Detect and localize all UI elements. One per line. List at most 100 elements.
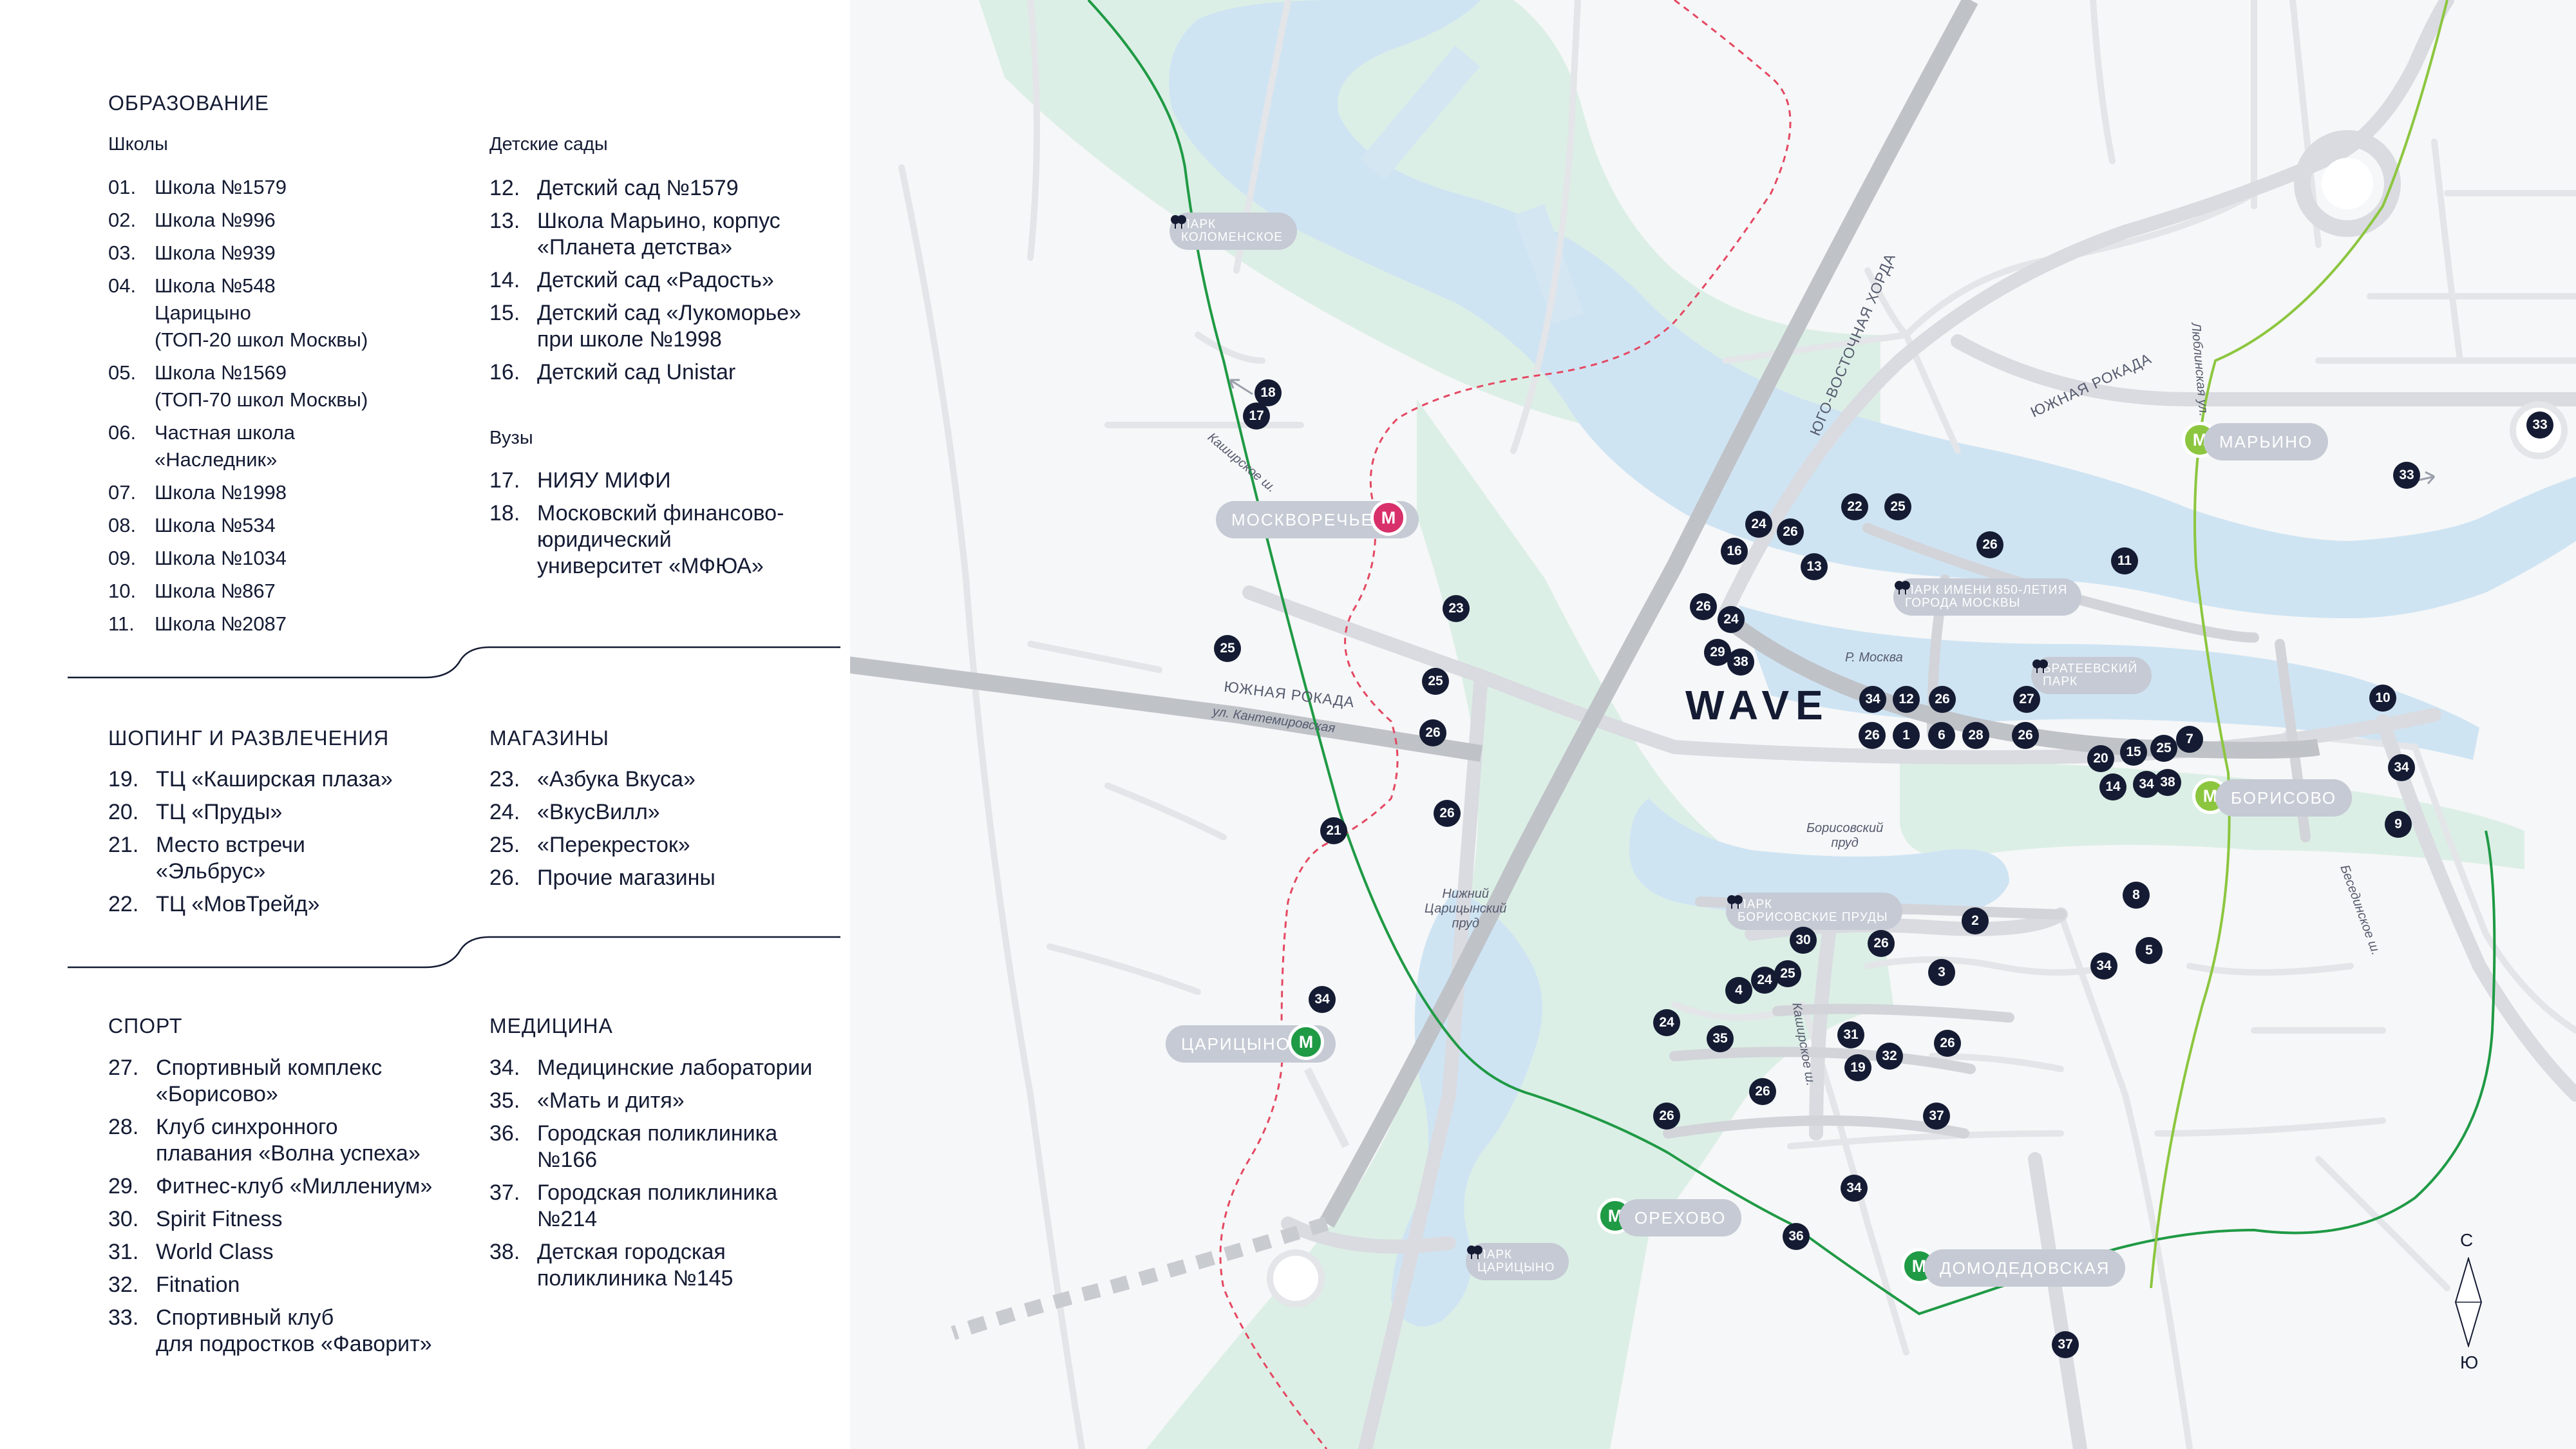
poi-marker-34[interactable]: 34 xyxy=(1841,1175,1868,1202)
legend-item-text: Частная школа «Наследник» xyxy=(155,421,296,471)
park-kolomenskoe[interactable]: ПАРК КОЛОМЕНСКОЕ xyxy=(1170,213,1297,250)
poi-marker-28[interactable]: 28 xyxy=(1962,722,1989,749)
legend-dividers xyxy=(68,646,840,969)
legend-item-text: Школа №1034 xyxy=(155,547,287,569)
legend-item-number: 34. xyxy=(489,1056,520,1080)
poi-marker-25[interactable]: 25 xyxy=(1214,635,1241,662)
legend-item-number: 35. xyxy=(489,1088,520,1113)
poi-marker-18[interactable]: 18 xyxy=(1255,379,1282,406)
metro-domodedovskaya-label[interactable]: ДОМОДЕДОВСКАЯ xyxy=(1924,1249,2126,1287)
legend-item-number: 14. xyxy=(489,268,520,292)
poi-marker-1[interactable]: 1 xyxy=(1893,722,1920,749)
poi-marker-38[interactable]: 38 xyxy=(1727,649,1754,676)
poi-marker-20[interactable]: 20 xyxy=(2087,745,2114,772)
poi-marker-37[interactable]: 37 xyxy=(2052,1331,2079,1358)
poi-marker-26[interactable]: 26 xyxy=(1976,531,2003,558)
sport-title: СПОРТ xyxy=(108,1014,183,1037)
poi-marker-31[interactable]: 31 xyxy=(1837,1021,1864,1048)
poi-marker-15[interactable]: 15 xyxy=(2120,739,2147,766)
poi-marker-26[interactable]: 26 xyxy=(1859,722,1886,749)
legend-item-number: 29. xyxy=(108,1174,139,1198)
poi-marker-34[interactable]: 34 xyxy=(2090,952,2117,980)
poi-marker-23[interactable]: 23 xyxy=(1443,595,1470,622)
poi-marker-25[interactable]: 25 xyxy=(1422,668,1449,695)
poi-marker-26[interactable]: 26 xyxy=(1934,1030,1961,1057)
poi-marker-35[interactable]: 35 xyxy=(1707,1025,1734,1052)
park-tsaritsyno[interactable]: ПАРК ЦАРИЦЫНО xyxy=(1466,1243,1569,1280)
compass-arrow-icon xyxy=(2454,1257,2483,1347)
poi-marker-37[interactable]: 37 xyxy=(1923,1103,1950,1130)
poi-marker-2[interactable]: 2 xyxy=(1962,907,1989,934)
legend-item-number: 03. xyxy=(108,242,137,264)
medicine-item: 35.«Мать и дитя» xyxy=(489,1088,850,1114)
poi-marker-27[interactable]: 27 xyxy=(2013,686,2040,713)
metro-tsaritsyno-icon[interactable]: М xyxy=(1288,1024,1324,1060)
poi-marker-14[interactable]: 14 xyxy=(2099,773,2126,800)
school-item: 09.Школа №1034 xyxy=(108,545,469,572)
poi-marker-13[interactable]: 13 xyxy=(1801,553,1828,580)
poi-marker-34[interactable]: 34 xyxy=(1859,686,1886,713)
poi-marker-5[interactable]: 5 xyxy=(2136,937,2163,964)
district-map[interactable]: ЮЖНАЯ РОКАДА ЮЖНАЯ РОКАДА ЮГО-ВОСТОЧНАЯ … xyxy=(837,0,2576,1449)
poi-marker-29[interactable]: 29 xyxy=(1704,639,1731,666)
poi-marker-9[interactable]: 9 xyxy=(2385,811,2412,838)
poi-marker-38[interactable]: 38 xyxy=(2154,769,2181,796)
poi-marker-24[interactable]: 24 xyxy=(1718,606,1745,633)
metro-maryino-label[interactable]: МАРЬИНО xyxy=(2204,423,2329,460)
poi-marker-26[interactable]: 26 xyxy=(1777,518,1804,545)
poi-marker-34[interactable]: 34 xyxy=(2388,754,2415,781)
kindergarten-item: 14.Детский сад «Радость» xyxy=(489,267,850,294)
poi-marker-26[interactable]: 26 xyxy=(1434,800,1461,827)
poi-marker-24[interactable]: 24 xyxy=(1653,1009,1680,1036)
poi-marker-4[interactable]: 4 xyxy=(1725,977,1752,1004)
metro-moskvorechye-icon[interactable]: М xyxy=(1370,500,1406,536)
poi-marker-25[interactable]: 25 xyxy=(1774,960,1801,987)
poi-marker-22[interactable]: 22 xyxy=(1841,493,1868,520)
poi-marker-34[interactable]: 34 xyxy=(1309,986,1336,1013)
poi-marker-32[interactable]: 32 xyxy=(1876,1043,1903,1070)
sport-item: 27.Спортивный комплекс «Борисово» xyxy=(108,1055,495,1108)
poi-marker-25[interactable]: 25 xyxy=(2150,735,2177,762)
poi-marker-16[interactable]: 16 xyxy=(1721,538,1748,565)
poi-marker-17[interactable]: 17 xyxy=(1243,402,1270,430)
poi-marker-26[interactable]: 26 xyxy=(1929,686,1956,713)
legend-item-text: Школа №867 xyxy=(155,580,276,602)
poi-marker-30[interactable]: 30 xyxy=(1790,927,1817,954)
poi-marker-26[interactable]: 26 xyxy=(2012,722,2039,749)
poi-marker-3[interactable]: 3 xyxy=(1928,959,1955,986)
park-850[interactable]: ПАРК ИМЕНИ 850-ЛЕТИЯ ГОРОДА МОСКВЫ xyxy=(1893,578,2082,616)
poi-marker-7[interactable]: 7 xyxy=(2176,726,2203,753)
poi-marker-21[interactable]: 21 xyxy=(1320,817,1347,844)
poi-marker-26[interactable]: 26 xyxy=(1868,930,1895,957)
school-item: 06.Частная школа «Наследник» xyxy=(108,419,469,473)
metro-orekhovo-label[interactable]: ОРЕХОВО xyxy=(1619,1199,1742,1236)
park-borisovskie-prudy[interactable]: ПАРК БОРИСОВСКИЕ ПРУДЫ xyxy=(1726,893,1902,930)
sport-item: 28.Клуб синхронного плавания «Волна успе… xyxy=(108,1114,495,1167)
legend-item-number: 05. xyxy=(108,361,137,384)
poi-marker-26[interactable]: 26 xyxy=(1419,719,1446,746)
project-wave-label[interactable]: WAVE xyxy=(1685,682,1830,728)
school-item: 05.Школа №1569 (ТОП-70 школ Москвы) xyxy=(108,359,469,413)
poi-marker-33[interactable]: 33 xyxy=(2393,462,2420,489)
poi-marker-24[interactable]: 24 xyxy=(1751,967,1778,994)
poi-marker-24[interactable]: 24 xyxy=(1745,511,1772,538)
poi-marker-36[interactable]: 36 xyxy=(1783,1223,1810,1250)
poi-marker-12[interactable]: 12 xyxy=(1893,686,1920,713)
poi-marker-26[interactable]: 26 xyxy=(1653,1103,1680,1130)
poi-marker-19[interactable]: 19 xyxy=(1844,1054,1871,1081)
poi-marker-26[interactable]: 26 xyxy=(1690,593,1717,620)
poi-marker-33[interactable]: 33 xyxy=(2526,412,2553,439)
poi-marker-26[interactable]: 26 xyxy=(1749,1078,1776,1105)
poi-marker-11[interactable]: 11 xyxy=(2111,547,2138,574)
legend-item-text: Детская городская поликлиника №145 xyxy=(537,1240,734,1291)
poi-marker-25[interactable]: 25 xyxy=(1884,493,1911,520)
poi-marker-6[interactable]: 6 xyxy=(1928,722,1955,749)
medicine-item: 38.Детская городская поликлиника №145 xyxy=(489,1239,850,1292)
poi-marker-10[interactable]: 10 xyxy=(2369,685,2396,712)
metro-borisovo-label[interactable]: БОРИСОВО xyxy=(2215,779,2353,817)
legend-item-text: Городская поликлиника №166 xyxy=(537,1121,778,1172)
legend-item-number: 22. xyxy=(108,892,139,916)
shopping-item: 21.Место встречи «Эльбрус» xyxy=(108,832,469,885)
park-brateevsky[interactable]: БРАТЕЕВСКИЙ ПАРК xyxy=(2031,657,2152,694)
poi-marker-8[interactable]: 8 xyxy=(2123,882,2150,909)
